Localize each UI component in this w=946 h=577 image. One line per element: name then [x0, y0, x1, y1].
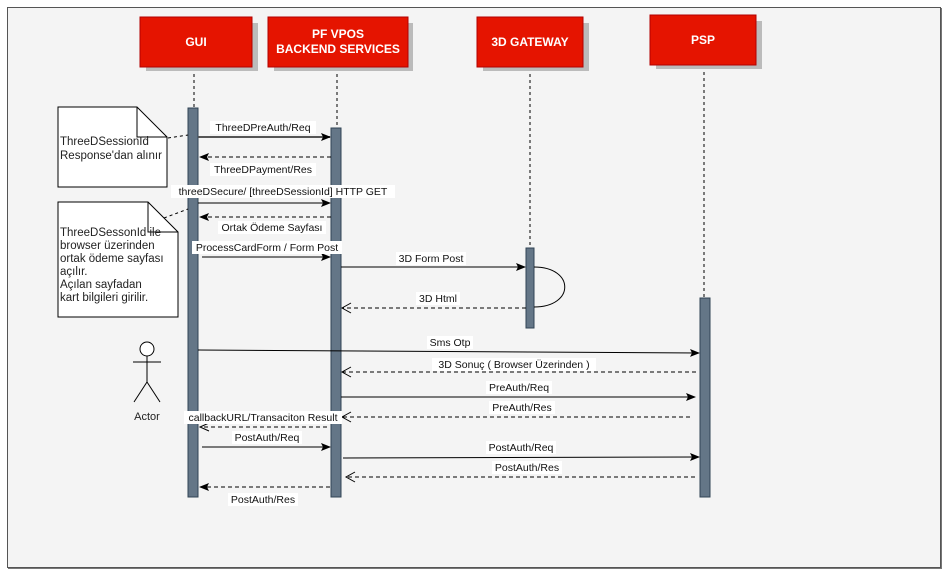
message[interactable]: ProcessCardForm / Form Post [192, 241, 342, 261]
message[interactable]: 3D Sonuç ( Browser Üzerinden ) [340, 358, 696, 378]
message[interactable]: 3D Html [340, 292, 526, 314]
message-label: 3D Sonuç ( Browser Üzerinden ) [438, 359, 589, 371]
activation-backend [330, 127, 342, 498]
message[interactable]: PreAuth/Req [341, 381, 696, 401]
message-label: PreAuth/Res [492, 402, 552, 414]
actor: Actor [133, 341, 161, 423]
message[interactable]: Ortak Ödeme Sayfası [199, 213, 331, 234]
participant-label: 3D GATEWAY [491, 35, 568, 49]
message-label: PreAuth/Req [489, 382, 549, 394]
message[interactable]: 3D Form Post [341, 252, 526, 271]
participant-label: GUI [185, 35, 206, 49]
message-label: callbackURL/Transaciton Result [188, 412, 337, 424]
message[interactable]: PostAuth/Req [342, 441, 700, 462]
note-browser-open: ThreeDSessonId ile browser üzerinden ort… [57, 201, 189, 318]
note-line: browser üzerinden [60, 240, 155, 252]
participant-label-line1: PF VPOS [312, 27, 364, 41]
message-label: ProcessCardForm / Form Post [196, 242, 338, 254]
message[interactable]: PostAuth/Res [344, 461, 695, 483]
note-line: ThreeDSessonId ile [60, 227, 161, 239]
activation-gui [187, 107, 199, 498]
message[interactable]: PostAuth/Req [202, 431, 331, 451]
message-label: Ortak Ödeme Sayfası [222, 222, 323, 234]
message-label: PostAuth/Req [489, 442, 554, 454]
note-line: ortak ödeme sayfası [60, 253, 164, 265]
self-loop-gateway [533, 266, 566, 308]
message-label: threeDSecure/ [threeDSessionId] HTTP GET [179, 186, 388, 198]
message-label: ThreeDPayment/Res [214, 164, 312, 176]
message[interactable]: callbackURL/Transaciton Result [184, 411, 342, 432]
note-session-id: ThreeDSessionId Response'dan alınır [57, 106, 189, 188]
message[interactable]: PreAuth/Res [340, 401, 690, 423]
note-line: Response'dan alınır [60, 150, 162, 162]
participant-gateway[interactable]: 3D GATEWAY [476, 16, 589, 71]
activation-psp [699, 297, 711, 498]
note-line: kart bilgileri girilir. [60, 292, 148, 304]
message[interactable]: ThreeDPreAuth/Req [198, 121, 331, 141]
message-label: ThreeDPreAuth/Req [215, 122, 310, 134]
message-label: PostAuth/Req [235, 432, 300, 444]
message[interactable]: PostAuth/Res [199, 483, 330, 506]
message-label: 3D Html [419, 293, 457, 305]
message-label: PostAuth/Res [495, 462, 559, 474]
participant-psp[interactable]: PSP [649, 14, 762, 69]
actor-label: Actor [134, 411, 160, 423]
message[interactable]: ThreeDPayment/Res [199, 153, 331, 176]
note-line: Açılan sayfadan [60, 279, 142, 291]
participant-gui[interactable]: GUI [139, 16, 258, 71]
note-line: ThreeDSessionId [60, 136, 149, 148]
message[interactable]: threeDSecure/ [threeDSessionId] HTTP GET [171, 185, 395, 207]
message-label: Sms Otp [430, 337, 471, 349]
message[interactable]: Sms Otp [197, 336, 700, 357]
actor-icon [133, 341, 161, 403]
participant-label: PSP [691, 33, 715, 47]
note-line: açılır. [60, 266, 87, 278]
message-label: PostAuth/Res [231, 494, 295, 506]
participant-backend[interactable]: PF VPOS BACKEND SERVICES [267, 16, 413, 71]
message-label: 3D Form Post [399, 253, 464, 265]
participant-label-line2: BACKEND SERVICES [276, 42, 400, 56]
activation-gateway [525, 247, 535, 329]
